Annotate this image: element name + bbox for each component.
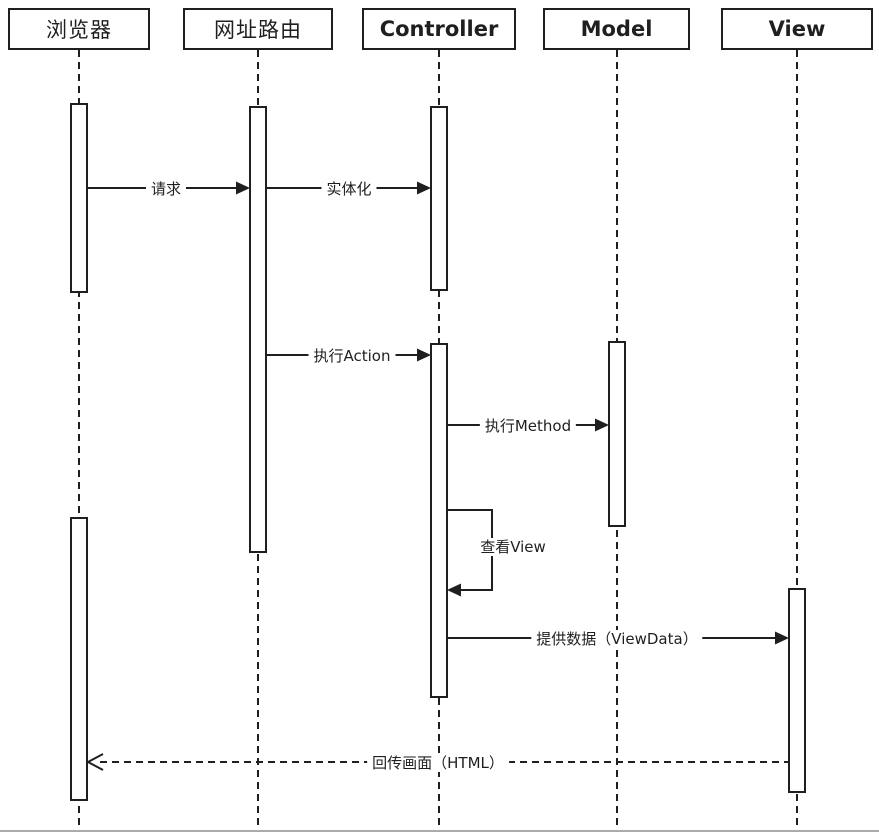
message-label-instantiate: 实体化 — [321, 180, 377, 198]
activation-controller-2 — [430, 343, 448, 698]
message-label-execute-method: 执行Method — [479, 417, 577, 435]
activation-browser-2 — [70, 517, 88, 801]
activation-url-router — [249, 106, 267, 553]
message-label-provide-viewdata: 提供数据（ViewData） — [531, 630, 703, 648]
lifeline-header-url-router: 网址路由 — [183, 8, 333, 50]
activation-model — [608, 341, 626, 527]
lifeline-header-controller: Controller — [362, 8, 516, 50]
lifeline-header-browser: 浏览器 — [8, 8, 150, 50]
lifeline-header-model: Model — [543, 8, 690, 50]
scan-edge-bottom — [0, 830, 879, 832]
activation-view — [788, 588, 806, 793]
activation-bars-group — [70, 103, 806, 801]
message-label-lookup-view: 查看View — [475, 538, 551, 556]
message-arrow-return-html — [85, 753, 789, 771]
activation-browser-1 — [70, 103, 88, 293]
message-label-request: 请求 — [145, 180, 187, 198]
activation-controller-1 — [430, 106, 448, 291]
message-label-execute-action: 执行Action — [308, 347, 396, 365]
lifeline-header-view: View — [721, 8, 873, 50]
message-label-return-html: 回传画面（HTML） — [367, 754, 509, 772]
